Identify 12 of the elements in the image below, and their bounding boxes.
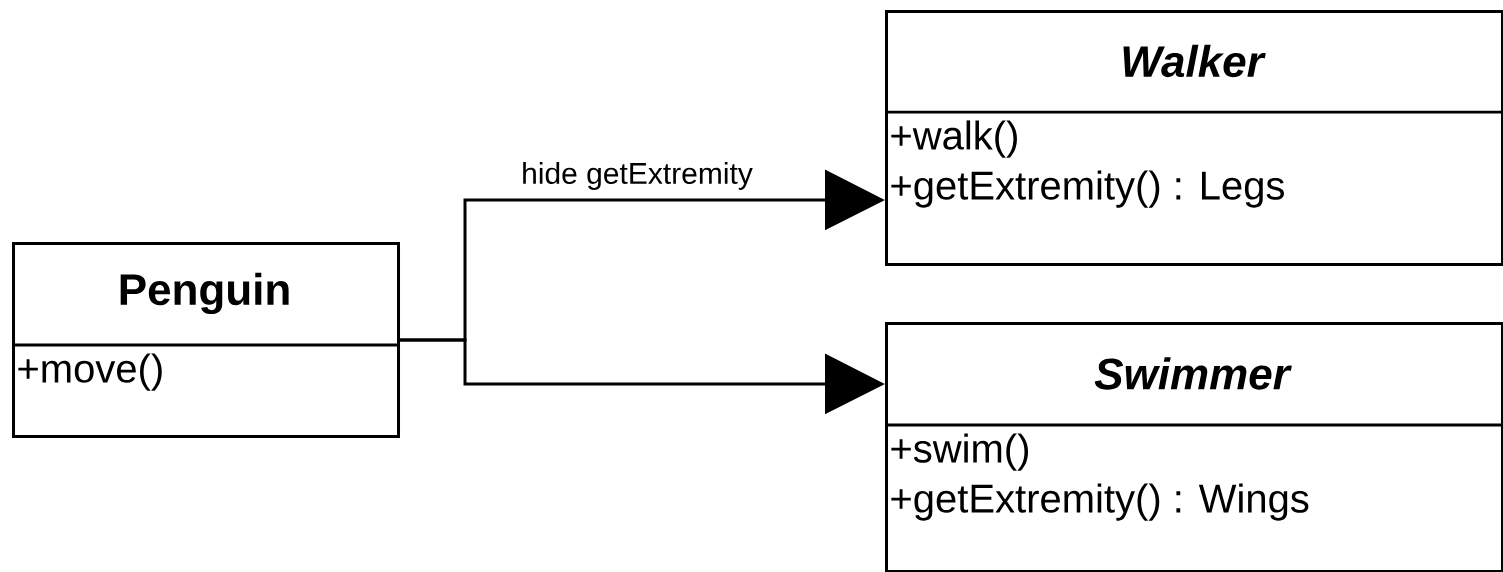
class-box	[885, 322, 1503, 572]
class-box	[12, 242, 400, 438]
method-text: +getExtremity() : Wings	[891, 483, 1309, 521]
method-text: +swim()	[891, 433, 1028, 471]
class-name: Walker	[1123, 44, 1266, 78]
method-text: +walk()	[891, 120, 1017, 158]
class-name: Penguin	[120, 272, 289, 315]
method-text: +move()	[18, 353, 162, 391]
edge-label: hide getExtremity	[519, 160, 755, 192]
method-text: +getExtremity() : Legs	[891, 170, 1284, 208]
class-box	[885, 10, 1503, 266]
class-name: Swimmer	[1094, 357, 1292, 390]
